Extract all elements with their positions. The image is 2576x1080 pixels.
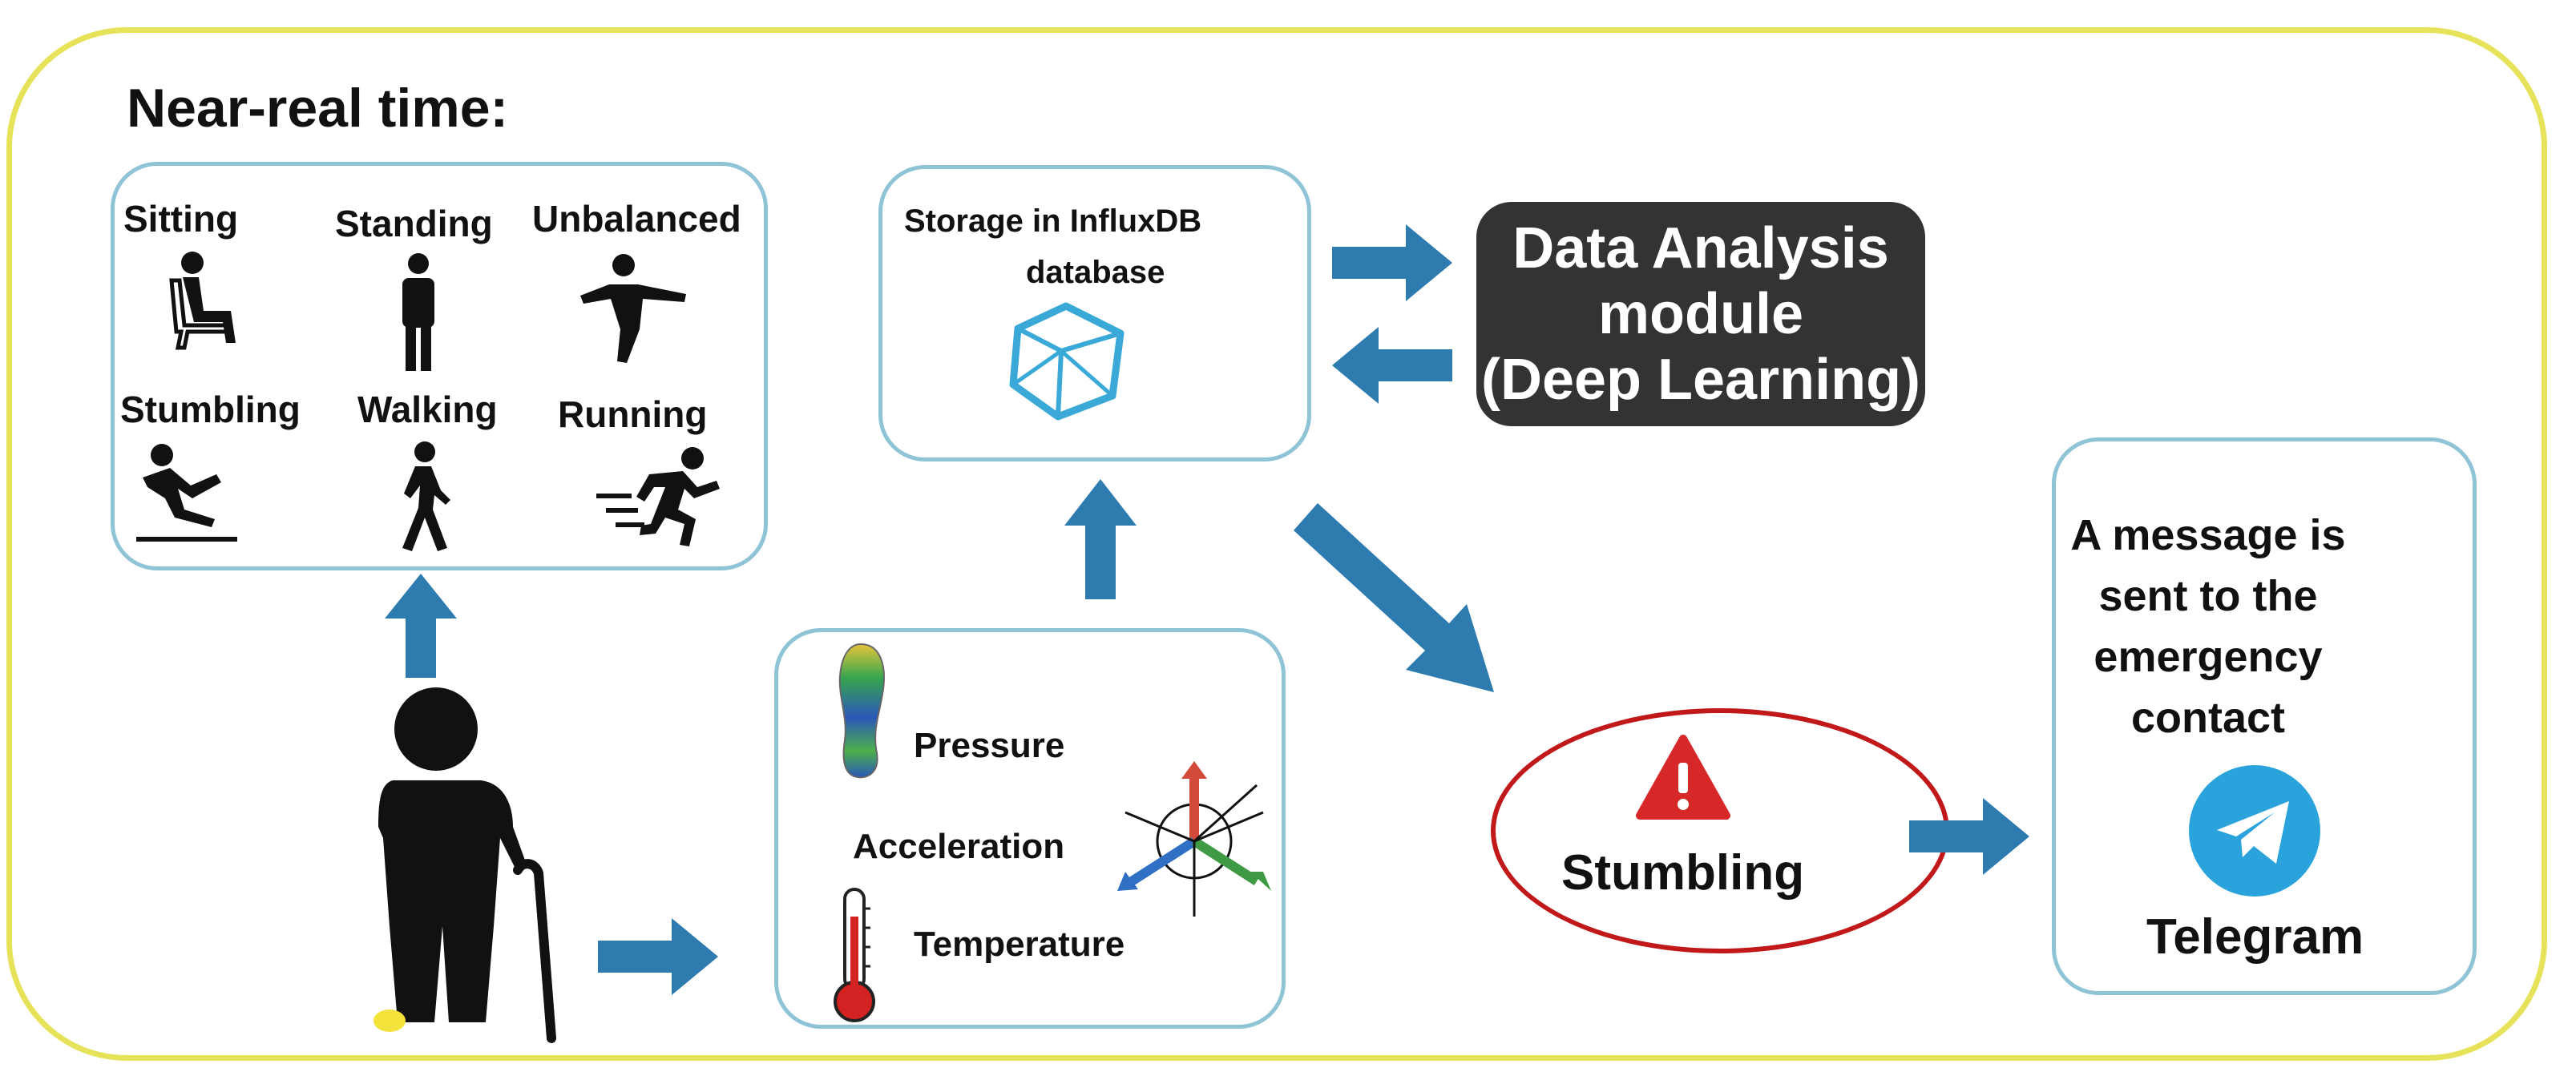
message-line3: emergency — [2094, 633, 2323, 681]
message-line4: contact — [2130, 694, 2286, 742]
sensor-label-acceleration: Acceleration — [853, 827, 1065, 866]
arrow-storage-to-analysis — [1332, 224, 1452, 301]
outer-frame — [6, 27, 2547, 1061]
acceleration-axes-icon — [1117, 761, 1271, 917]
walking-icon — [402, 441, 450, 551]
stumbling-alert-label: Stumbling — [1561, 845, 1805, 901]
arrow-sensors-to-storage — [1064, 479, 1137, 599]
telegram-label: Telegram — [2146, 909, 2364, 965]
telegram-icon — [2189, 765, 2320, 897]
activity-label-sitting: Sitting — [123, 198, 239, 240]
message-line2: sent to the — [2098, 572, 2318, 620]
arrow-person-to-activities — [385, 574, 457, 678]
activity-label-unbalanced: Unbalanced — [532, 198, 741, 240]
influxdb-icon — [1009, 302, 1124, 421]
analysis-line1: Data Analysis — [1512, 216, 1889, 280]
activities-card — [111, 162, 768, 570]
arrow-alert-to-message — [1909, 798, 2029, 875]
running-icon — [596, 447, 720, 546]
storage-label-line2: database — [1026, 255, 1165, 290]
unbalanced-icon — [580, 254, 686, 363]
data-analysis-box: Data Analysis module (Deep Learning) — [1476, 202, 1925, 426]
thermometer-icon — [834, 888, 875, 1022]
analysis-line3: (Deep Learning) — [1480, 348, 1921, 412]
message-text: A message is sent to the emergency conta… — [2060, 505, 2356, 748]
sensor-label-temperature: Temperature — [914, 925, 1125, 964]
sensor-label-pressure: Pressure — [914, 726, 1065, 765]
activity-label-standing: Standing — [335, 203, 493, 244]
elderly-person-icon — [373, 687, 556, 1043]
analysis-line2: module — [1597, 282, 1803, 346]
activity-label-walking: Walking — [357, 389, 498, 430]
warning-icon — [1636, 735, 1730, 820]
arrow-person-to-sensors — [598, 918, 718, 995]
stumbling-alert-ellipse — [1491, 708, 1949, 953]
message-card — [2052, 437, 2477, 995]
sitting-icon — [169, 252, 236, 350]
activity-label-stumbling: Stumbling — [120, 389, 301, 430]
stumbling-icon — [136, 444, 237, 542]
page-title: Near-real time: — [127, 78, 509, 139]
arrow-analysis-to-alert — [1294, 503, 1494, 692]
activity-label-running: Running — [558, 393, 708, 435]
arrow-analysis-to-storage — [1332, 327, 1452, 404]
insole-icon — [838, 643, 885, 779]
storage-label-line1: Storage in InfluxDB — [904, 204, 1202, 239]
storage-card — [878, 165, 1311, 461]
message-line1: A message is — [2070, 511, 2346, 559]
standing-icon — [402, 253, 434, 371]
